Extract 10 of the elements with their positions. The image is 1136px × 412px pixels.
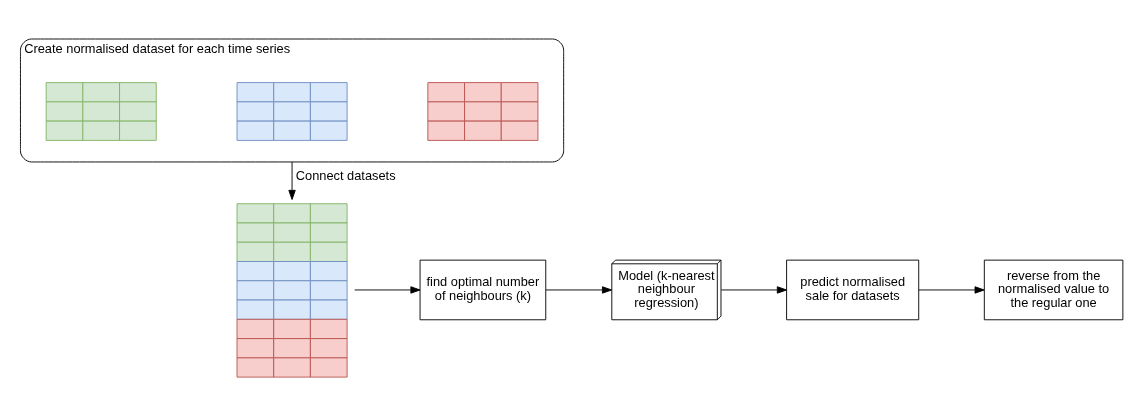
arrow <box>354 286 421 294</box>
arrow <box>720 286 787 294</box>
node-box: find optimal number of neighbours (k) <box>419 259 547 321</box>
arrow <box>918 286 985 294</box>
node-box: reverse from the normalised value to the regular one <box>983 259 1124 321</box>
edge-label: Connect datasets <box>295 167 396 183</box>
arrow <box>545 286 613 294</box>
node-box: predict normalised sale for datasets <box>786 259 920 321</box>
arrow <box>288 161 296 200</box>
cluster: Create normalised dataset for each time series <box>20 38 565 163</box>
